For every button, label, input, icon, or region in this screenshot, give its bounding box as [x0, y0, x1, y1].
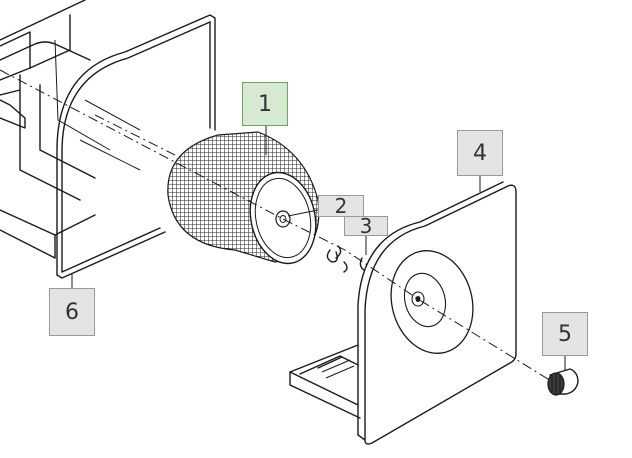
callout-2-text: 2: [334, 194, 348, 218]
callout-2: 2: [318, 194, 364, 218]
callout-5: 5: [542, 312, 588, 356]
callout-3: 3: [344, 214, 388, 238]
callout-4: 4: [457, 130, 503, 176]
centre-axis-line-upper: [94, 114, 176, 156]
callout-4-text: 4: [473, 140, 487, 166]
callout-1: 1: [242, 82, 288, 126]
callout-1-text: 1: [258, 91, 272, 117]
cover-plate: [289, 181, 517, 445]
housing-body: [0, 0, 141, 259]
callout-6-text: 6: [65, 299, 79, 325]
callout-3-text: 3: [359, 214, 373, 238]
callout-5-text: 5: [558, 321, 572, 347]
leader-2: [287, 209, 319, 217]
filter-cartridge: [167, 131, 320, 265]
knob-screw: [547, 368, 579, 396]
centre-axis-line: [0, 69, 557, 385]
callout-6: 6: [49, 288, 95, 336]
gasket: [56, 14, 216, 279]
